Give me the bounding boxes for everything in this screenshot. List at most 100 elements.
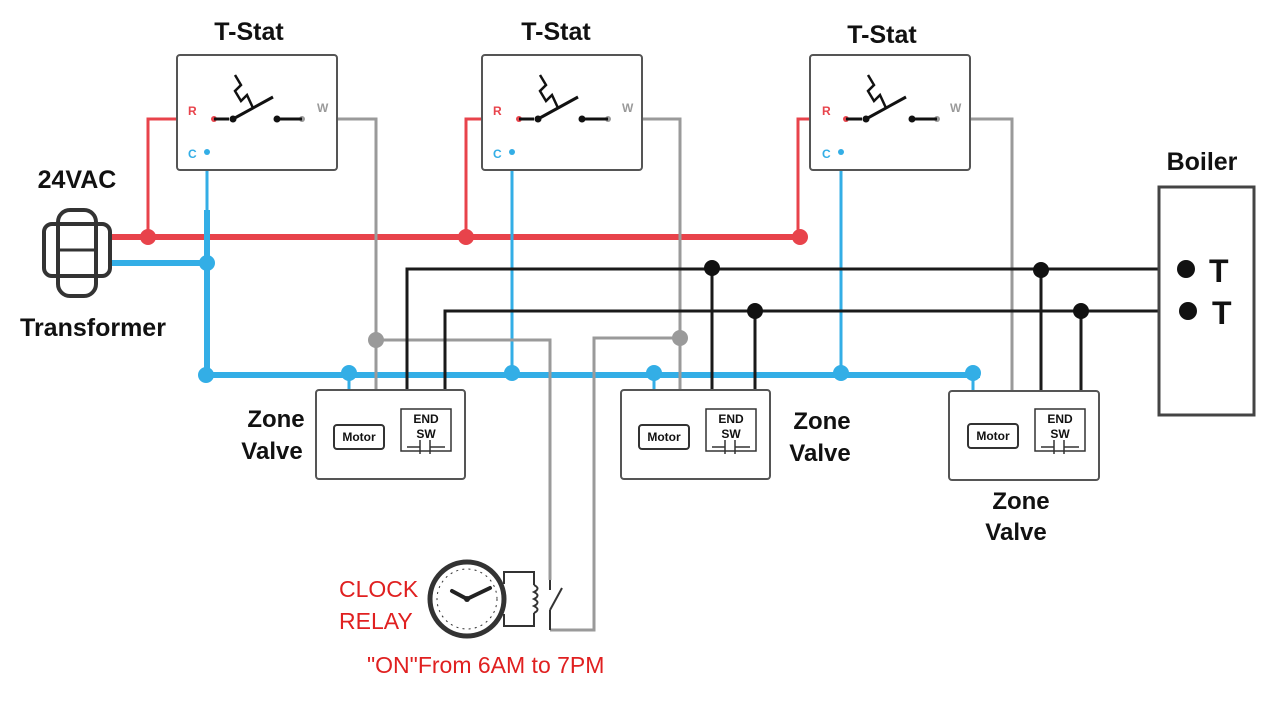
- end-switch-label-1: END: [413, 412, 439, 426]
- end-switch-label-2: SW: [721, 427, 741, 441]
- motor-box: [333, 424, 385, 450]
- junction-dot: [198, 367, 214, 383]
- junctions-common: [198, 255, 981, 383]
- thermostat-3: T-Stat R C W: [809, 21, 971, 171]
- junction-dot: [199, 255, 215, 271]
- transformer: 24VAC Transformer: [20, 166, 166, 342]
- zone-valve-label-2: Valve: [985, 519, 1046, 546]
- end-switch-label-2: SW: [416, 427, 436, 441]
- junction-dot: [792, 229, 808, 245]
- end-switch-box: [705, 408, 757, 452]
- t-bus-1: [405, 267, 1186, 425]
- relay-contact-blade: [549, 587, 563, 611]
- zone-valve-box: [948, 390, 1100, 481]
- terminal-c: [509, 149, 515, 155]
- thermostat-box: [176, 54, 338, 171]
- terminal-r-label: R: [493, 104, 502, 118]
- thermostat-2: T-Stat R C W: [481, 18, 643, 171]
- boiler-terminal-t1: [1177, 260, 1195, 278]
- common-wires-c: [112, 152, 980, 425]
- junction-dot: [504, 365, 520, 381]
- motor-box: [638, 424, 690, 450]
- terminal-c-label: C: [188, 147, 197, 161]
- thermostat-title: T-Stat: [521, 18, 591, 46]
- w-wire-to-clock-relay: [376, 338, 552, 580]
- junction-dot: [965, 365, 981, 381]
- junction-dot: [833, 365, 849, 381]
- end-switch-label-1: END: [1047, 412, 1073, 426]
- clock-icon: [427, 559, 507, 639]
- terminal-r-label: R: [188, 104, 197, 118]
- clock-minute-hand: [465, 586, 492, 601]
- junction-dot: [704, 260, 720, 276]
- thermostat-title: T-Stat: [847, 21, 917, 49]
- boiler: Boiler T T: [1157, 148, 1256, 417]
- junctions-hot: [140, 229, 808, 245]
- boiler-label: Boiler: [1167, 148, 1238, 176]
- junction-dot: [1073, 303, 1089, 319]
- transformer-label: Transformer: [20, 314, 166, 342]
- zone-valve-label-1: Zone: [793, 408, 850, 435]
- clock-center: [464, 596, 470, 602]
- bimetal-element: [866, 74, 888, 109]
- thermostat-box: [481, 54, 643, 171]
- junctions-switched: [368, 330, 688, 348]
- clock-relay-label-1: CLOCK: [339, 576, 419, 602]
- relay-coil-lead: [503, 613, 535, 627]
- boiler-terminal-t1-label: T: [1209, 253, 1229, 289]
- junctions-end-switch: [704, 260, 1089, 319]
- clock-relay: CLOCK RELAY "ON"From 6AM to 7PM: [339, 559, 604, 678]
- zone-valve-1: Motor END SW Zone Valve: [241, 389, 466, 480]
- zone-valve-label-2: Valve: [789, 440, 850, 467]
- junction-dot: [747, 303, 763, 319]
- motor-label: Motor: [342, 430, 376, 444]
- thermostat-title: T-Stat: [214, 18, 284, 46]
- relay-coil-icon: [531, 584, 539, 614]
- zone-valve-2: Motor END SW Zone Valve: [620, 389, 851, 480]
- clock-ticks: [436, 568, 498, 630]
- relay-coil-lead: [503, 571, 535, 585]
- motor-box: [967, 423, 1019, 449]
- boiler-terminal-t2: [1179, 302, 1197, 320]
- terminal-c-label: C: [822, 147, 831, 161]
- thermostat-1: T-Stat R C W: [176, 18, 338, 171]
- transformer-winding: [42, 222, 112, 278]
- junction-dot: [672, 330, 688, 346]
- zone-valve-box: [315, 389, 466, 480]
- end-switch-label-2: SW: [1050, 427, 1070, 441]
- bimetal-element: [538, 74, 560, 109]
- terminal-c: [204, 149, 210, 155]
- junction-dot: [341, 365, 357, 381]
- end-switch-label-1: END: [718, 412, 744, 426]
- zone-valve-box: [620, 389, 771, 480]
- zone-valve-3: Motor END SW Zone Valve: [948, 390, 1100, 546]
- terminal-c-label: C: [493, 147, 502, 161]
- terminal-r-label: R: [822, 104, 831, 118]
- thermostat-box: [809, 54, 971, 171]
- bimetal-element: [233, 74, 255, 109]
- clock-relay-label-2: RELAY: [339, 608, 413, 634]
- terminal-c: [838, 149, 844, 155]
- terminal-w-label: W: [317, 101, 329, 115]
- zone-valve-label-1: Zone: [992, 488, 1049, 515]
- junction-dot: [458, 229, 474, 245]
- end-switch-box: [1034, 408, 1086, 452]
- terminal-w-label: W: [950, 101, 962, 115]
- w-wire-from-clock-relay: [550, 336, 680, 632]
- t-bus-2: [443, 309, 1188, 425]
- terminal-w-label: W: [622, 101, 634, 115]
- junction-dot: [1033, 262, 1049, 278]
- boiler-box: [1157, 185, 1256, 417]
- junction-dot: [646, 365, 662, 381]
- zone-valve-label-2: Valve: [241, 438, 302, 465]
- motor-label: Motor: [647, 430, 681, 444]
- zone-valve-label-1: Zone: [247, 406, 304, 433]
- motor-label: Motor: [976, 429, 1010, 443]
- boiler-terminal-t2-label: T: [1212, 295, 1232, 331]
- junction-dot: [140, 229, 156, 245]
- end-switch-box: [400, 408, 452, 452]
- transformer-voltage: 24VAC: [38, 166, 117, 194]
- junction-dot: [368, 332, 384, 348]
- clock-relay-schedule: "ON"From 6AM to 7PM: [367, 652, 604, 678]
